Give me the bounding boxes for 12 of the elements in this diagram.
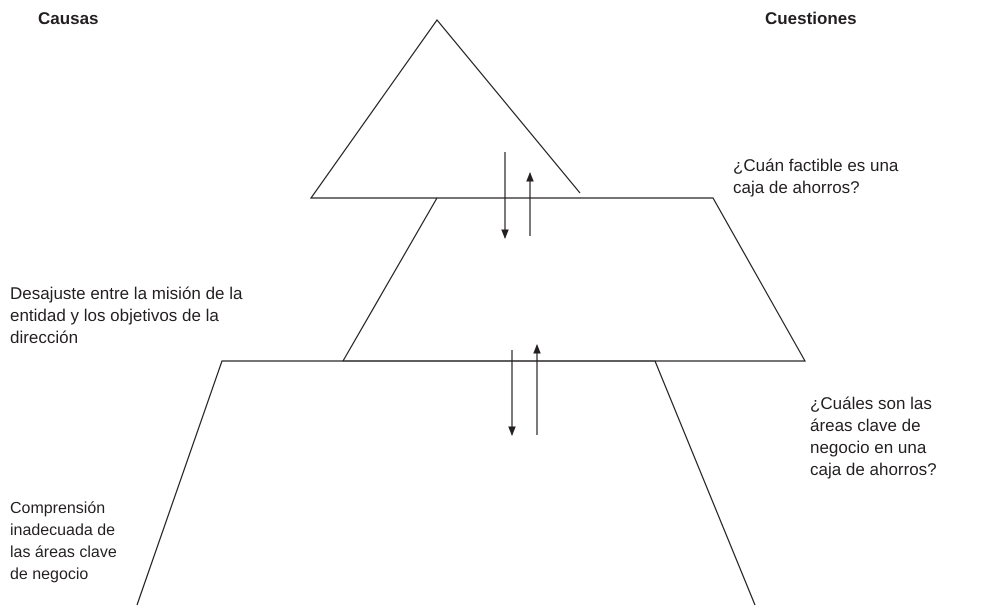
arrow bbox=[526, 172, 534, 236]
arrow bbox=[533, 344, 541, 435]
question-text: ¿Cuáles son las áreas clave de negocio en una caja de ahorros? bbox=[810, 393, 938, 481]
arrow bbox=[508, 350, 516, 436]
column-heading: Causas bbox=[38, 8, 100, 30]
arrow bbox=[501, 152, 509, 239]
trapezoid-shape bbox=[342, 197, 806, 362]
trapezoid-shape bbox=[136, 360, 756, 606]
question-text: ¿Cuán factible es una caja de ahorros? bbox=[733, 155, 900, 199]
cause-text: Desajuste entre la misión de la entidad y los objetivos de la dirección bbox=[10, 283, 244, 349]
cause-text: Comprensión inadecuada de las áreas clave de negocio bbox=[10, 499, 118, 585]
column-heading: Cuestiones bbox=[765, 8, 858, 30]
